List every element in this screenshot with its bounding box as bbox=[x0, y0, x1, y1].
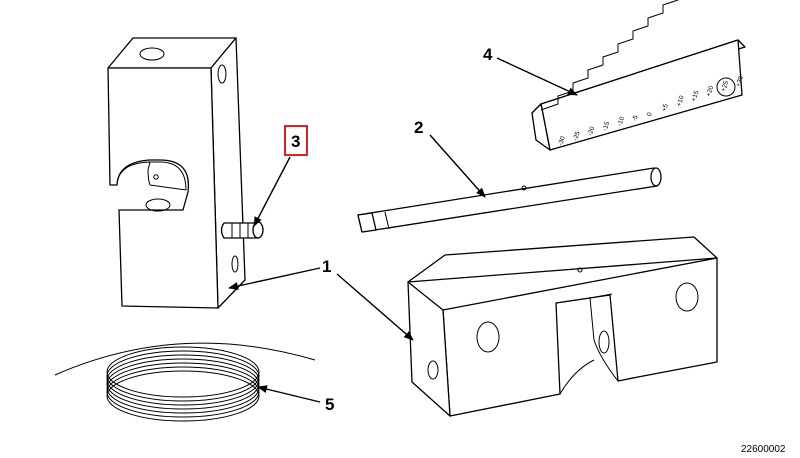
scale-mark: -10 bbox=[616, 116, 626, 127]
callout-3: 3 bbox=[291, 132, 300, 151]
leader-line-4 bbox=[496, 57, 578, 96]
scale-mark: -15 bbox=[602, 120, 612, 131]
leader-line-3 bbox=[253, 156, 291, 227]
leader-line-1b bbox=[336, 273, 414, 341]
scale-labels: -30 -25 -20 -15 -10 -5 0 +5 +10 +15 +20 +25 +30 bbox=[557, 75, 745, 147]
step-gauge-part-4: -30 -25 -20 -15 -10 -5 0 +5 +10 +15 +20 +25 +30 bbox=[531, 0, 746, 151]
rod-part-2 bbox=[357, 167, 662, 233]
scale-mark: +10 bbox=[676, 94, 686, 107]
callout-3-highlight-box bbox=[284, 125, 308, 156]
scale-mark: +30 bbox=[735, 75, 745, 88]
scale-mark: -30 bbox=[557, 135, 567, 146]
scale-mark: -25 bbox=[572, 130, 582, 141]
scale-mark: +5 bbox=[661, 103, 670, 113]
wide-fixture-block bbox=[407, 236, 718, 417]
pin-part-3 bbox=[220, 221, 264, 239]
scale-mark: 0 bbox=[646, 111, 654, 117]
callout-2: 2 bbox=[414, 118, 423, 137]
leader-line-2 bbox=[429, 134, 486, 198]
scale-mark: -20 bbox=[587, 125, 597, 136]
coil-part-5 bbox=[54, 342, 316, 422]
scale-mark: +15 bbox=[690, 90, 700, 103]
leader-line-5 bbox=[257, 385, 321, 403]
callout-5: 5 bbox=[325, 395, 334, 414]
scale-mark: -5 bbox=[631, 114, 640, 122]
scale-mark: +20 bbox=[705, 85, 715, 98]
callout-4: 4 bbox=[483, 45, 493, 64]
callout-1: 1 bbox=[322, 257, 331, 276]
tall-fixture-block bbox=[107, 37, 246, 309]
figure-number: 22600002 bbox=[741, 444, 786, 455]
scale-mark: +25 bbox=[720, 80, 730, 93]
leader-line-1a bbox=[228, 267, 321, 290]
